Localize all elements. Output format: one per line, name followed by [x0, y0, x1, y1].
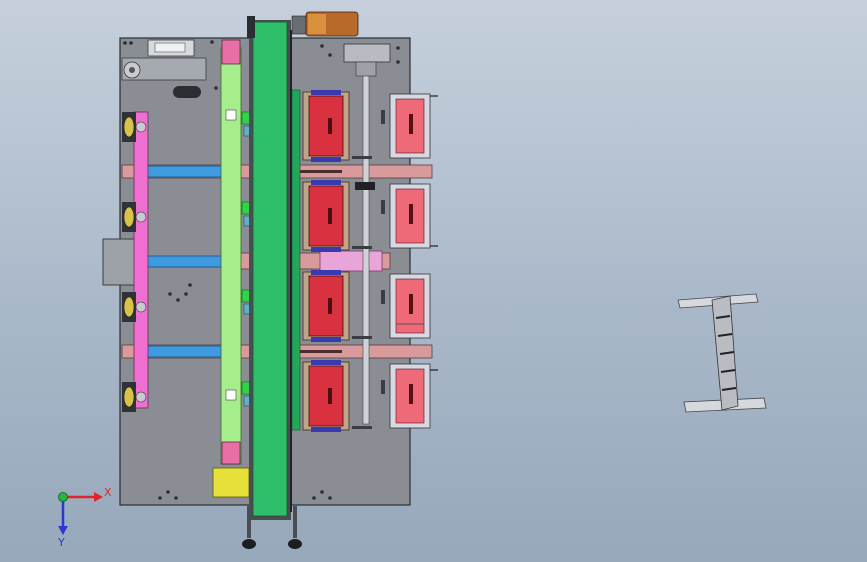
caster-wheels	[242, 506, 302, 549]
triad-origin	[58, 492, 68, 502]
conveyor-roller-top	[247, 16, 255, 38]
shaft-dark-sleeve	[355, 182, 375, 190]
press-station-left	[302, 90, 350, 432]
shaft-head	[343, 43, 391, 77]
coordinate-triad: X Y	[57, 486, 112, 549]
arm-slots	[262, 170, 342, 353]
sensor-units	[122, 112, 147, 412]
conveyor-side-rail	[291, 89, 301, 431]
rail-end-caps	[221, 39, 241, 465]
gear-assembly	[121, 57, 207, 81]
sub-assembly-preview	[677, 293, 767, 413]
slider-pink	[319, 250, 383, 272]
y-arrowhead	[58, 526, 68, 535]
pink-rail	[133, 111, 149, 409]
side-bracket	[102, 238, 136, 286]
panel-window	[154, 42, 186, 53]
x-axis-label: X	[104, 486, 112, 499]
conveyor-belt	[252, 21, 288, 517]
rail-carriages	[225, 109, 237, 401]
y-axis-label: Y	[57, 536, 65, 549]
mounting-holes	[123, 40, 400, 500]
press-station-right	[389, 93, 438, 429]
slot-handle	[173, 86, 201, 98]
column-brackets	[352, 110, 385, 429]
yellow-controller	[212, 467, 250, 498]
x-arrowhead	[94, 492, 103, 502]
drive-motor	[291, 11, 359, 37]
